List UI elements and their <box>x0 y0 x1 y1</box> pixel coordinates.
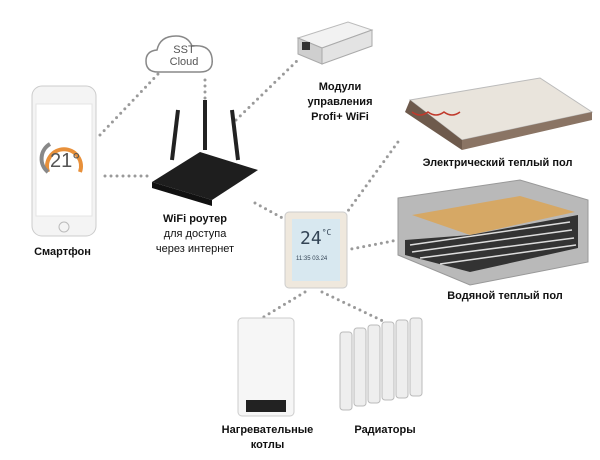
radiator-label: Радиаторы <box>354 424 416 436</box>
router-line2: для доступа <box>163 228 227 240</box>
water-floor-image <box>397 179 589 286</box>
thermostat-image <box>284 211 348 289</box>
boiler-image <box>237 317 295 417</box>
router-image <box>152 100 258 206</box>
link-thermostat-water <box>344 238 400 252</box>
link-router-thermostat <box>253 201 288 222</box>
thermostat-temperature: 24 <box>300 228 322 249</box>
phone-temperature: 21° <box>50 150 81 172</box>
cloud-line2: Cloud <box>169 56 199 68</box>
cloud-icon <box>145 35 213 73</box>
router-line3: через интернет <box>155 243 235 255</box>
thermostat-display: 24°C <box>300 228 331 249</box>
smartphone-image <box>31 85 97 237</box>
module-line3: Profi+ WiFi <box>311 111 369 123</box>
link-phone-cloud <box>98 70 162 137</box>
radiator-image <box>339 317 423 411</box>
router-label: WiFi роутер для доступа через интернет <box>140 212 250 257</box>
water-floor-label: Водяной теплый пол <box>447 290 563 302</box>
link-thermostat-electric <box>343 140 400 217</box>
thermostat-unit: °C <box>321 228 332 237</box>
cloud-label: SST Cloud <box>160 44 208 68</box>
electric-floor-image <box>405 77 594 150</box>
link-thermostat-radiator <box>320 290 387 324</box>
module-label: Модули управления Profi+ WiFi <box>290 80 390 125</box>
thermostat-time: 11:35 03.24 <box>296 256 328 262</box>
control-module-icon <box>296 21 374 65</box>
cloud-line1: SST <box>173 44 195 56</box>
boiler-line1: Нагревательные <box>221 424 314 436</box>
module-line1: Модули <box>318 81 362 93</box>
router-title: WiFi роутер <box>163 213 227 225</box>
boiler-label: Нагревательные котлы <box>215 423 320 453</box>
module-line2: управления <box>307 96 373 108</box>
electric-floor-label: Электрический теплый пол <box>422 157 573 169</box>
link-thermostat-boiler <box>260 290 307 320</box>
boiler-line2: котлы <box>250 439 285 451</box>
smartphone-label: Смартфон <box>34 246 91 258</box>
